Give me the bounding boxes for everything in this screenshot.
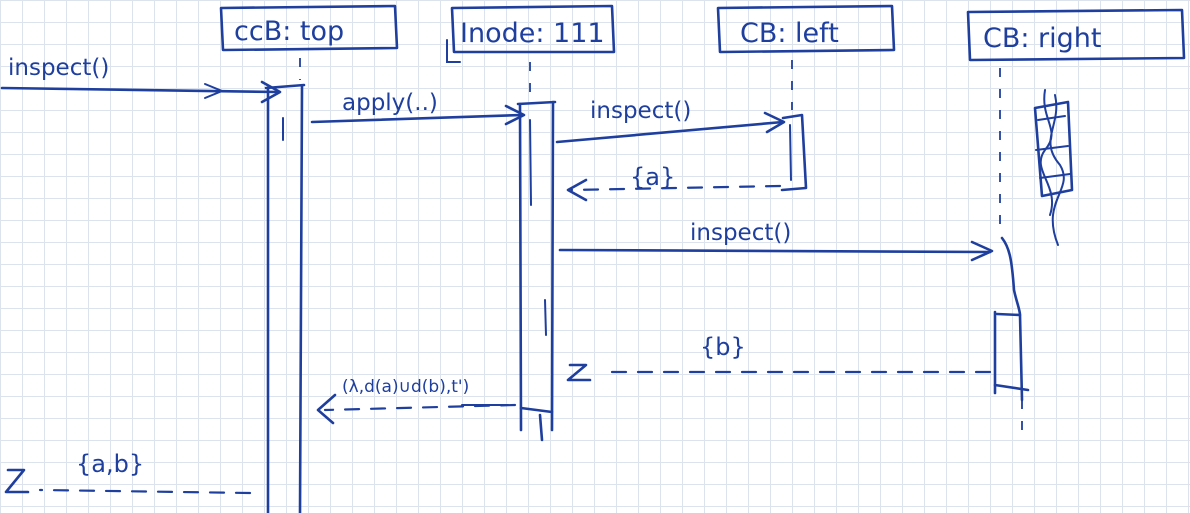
activation-right-top — [1033, 89, 1074, 246]
message-inspect-left: inspect() — [555, 98, 786, 144]
message-return-left-label: {a} — [630, 163, 675, 191]
activation-right — [993, 236, 1030, 402]
activation-inode — [516, 100, 557, 442]
message-inspect-in: inspect() — [0, 55, 282, 104]
message-return-inode-label: (λ,d(a)∪d(b),t') — [342, 377, 469, 397]
message-return-top-label: {a,b} — [76, 450, 144, 478]
message-return-right: {b} — [566, 333, 992, 382]
message-return-top: {a,b} — [4, 450, 252, 495]
message-apply: apply(..) — [310, 90, 526, 126]
message-return-left: {a} — [566, 163, 782, 202]
activation-left — [780, 113, 808, 192]
message-apply-label: apply(..) — [342, 90, 438, 116]
object-left-label: CB: left — [740, 18, 839, 49]
object-inode-label: Inode: 111 — [460, 18, 605, 49]
message-inspect-right-label: inspect() — [690, 220, 791, 246]
object-right-label: CB: right — [983, 23, 1102, 54]
object-left: CB: left — [716, 4, 896, 54]
message-return-right-label: {b} — [700, 333, 746, 361]
message-inspect-left-label: inspect() — [590, 98, 691, 124]
activation-top — [264, 83, 306, 513]
object-top: ccB: top — [219, 4, 399, 52]
message-return-inode: (λ,d(a)∪d(b),t') — [316, 377, 517, 425]
message-inspect-right: inspect() — [558, 220, 994, 262]
object-inode: Inode: 111 — [446, 4, 616, 63]
object-top-label: ccB: top — [234, 16, 344, 47]
message-inspect-in-label: inspect() — [8, 55, 109, 81]
object-right: CB: right — [966, 8, 1186, 62]
